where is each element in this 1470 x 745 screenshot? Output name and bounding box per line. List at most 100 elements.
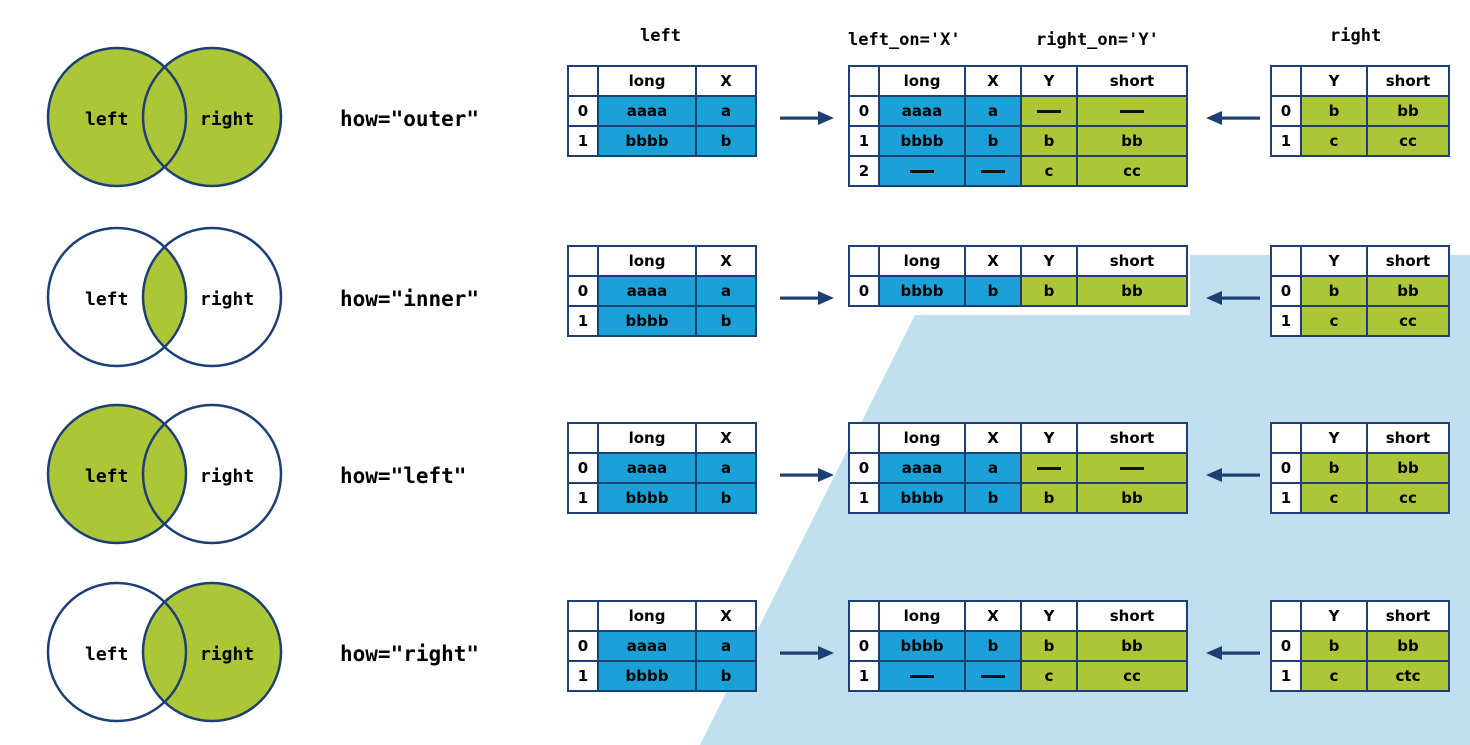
header-corner-cell xyxy=(1270,245,1302,277)
column-header-cell: long xyxy=(878,65,966,97)
data-cell: cc xyxy=(1366,125,1450,157)
column-header-cell: Y xyxy=(1020,422,1078,454)
column-header-cell: Y xyxy=(1300,65,1368,97)
data-cell: c xyxy=(1300,305,1368,337)
row-index-cell: 0 xyxy=(1270,95,1302,127)
arrow-left-icon xyxy=(1206,646,1260,660)
row-index-cell: 1 xyxy=(1270,660,1302,692)
data-cell: b xyxy=(964,125,1022,157)
data-cell: cc xyxy=(1366,305,1450,337)
venn-right-label: right xyxy=(200,644,254,665)
row-index-cell: 2 xyxy=(848,155,880,187)
header-corner-cell xyxy=(848,65,880,97)
data-cell: a xyxy=(695,275,757,307)
data-cell: b xyxy=(1300,452,1368,484)
column-header-cell: Y xyxy=(1020,65,1078,97)
column-header-cell: long xyxy=(597,600,697,632)
data-cell: aaaa xyxy=(597,452,697,484)
missing-value-dash xyxy=(910,170,934,173)
column-header-cell: Y xyxy=(1300,245,1368,277)
column-header-cell: X xyxy=(964,245,1022,277)
column-header-cell: short xyxy=(1076,65,1188,97)
missing-value-dash xyxy=(910,675,934,678)
row-index-cell: 0 xyxy=(848,275,880,307)
arrow-right-icon xyxy=(780,291,834,305)
column-header-cell: long xyxy=(597,245,697,277)
data-cell: a xyxy=(695,630,757,662)
data-cell xyxy=(1076,95,1188,127)
venn-diagram-right: left right xyxy=(46,581,283,723)
data-cell: b xyxy=(695,305,757,337)
column-header-cell: long xyxy=(878,422,966,454)
data-cell: aaaa xyxy=(597,95,697,127)
how-label: how="inner" xyxy=(340,287,480,311)
venn-left-label: left xyxy=(85,289,128,310)
data-cell: b xyxy=(1020,630,1078,662)
header-corner-cell xyxy=(1270,65,1302,97)
missing-value-dash xyxy=(1120,467,1144,470)
data-cell: b xyxy=(1300,630,1368,662)
data-cell: cc xyxy=(1366,482,1450,514)
data-cell: b xyxy=(1020,125,1078,157)
arrow-left-icon xyxy=(1206,111,1260,125)
data-cell: cc xyxy=(1076,155,1188,187)
right-set-circle xyxy=(141,581,283,723)
row-index-cell: 1 xyxy=(1270,482,1302,514)
column-header-cell: long xyxy=(878,600,966,632)
data-cell: cc xyxy=(1076,660,1188,692)
column-header-cell: long xyxy=(878,245,966,277)
row-index-cell: 1 xyxy=(848,660,880,692)
data-cell: a xyxy=(695,95,757,127)
header-corner-cell xyxy=(848,245,880,277)
row-index-cell: 0 xyxy=(567,452,599,484)
column-header-cell: short xyxy=(1366,422,1450,454)
column-header-cell: X xyxy=(695,422,757,454)
data-cell: bbbb xyxy=(878,275,966,307)
row-index-cell: 1 xyxy=(567,482,599,514)
column-header-cell: Y xyxy=(1300,600,1368,632)
data-cell: bb xyxy=(1076,275,1188,307)
data-cell: b xyxy=(1020,482,1078,514)
venn-left-label: left xyxy=(85,466,128,487)
row-index-cell: 1 xyxy=(567,125,599,157)
missing-value-dash xyxy=(981,170,1005,173)
right-set-circle xyxy=(141,46,283,188)
data-cell xyxy=(878,155,966,187)
column-header-cell: Y xyxy=(1300,422,1368,454)
data-cell: ctc xyxy=(1366,660,1450,692)
data-cell: bb xyxy=(1366,630,1450,662)
venn-left-label: left xyxy=(85,644,128,665)
data-cell: bbbb xyxy=(597,660,697,692)
data-cell: bbbb xyxy=(597,125,697,157)
data-cell: c xyxy=(1300,125,1368,157)
column-header-cell: short xyxy=(1366,600,1450,632)
row-index-cell: 0 xyxy=(567,275,599,307)
data-cell: bb xyxy=(1076,125,1188,157)
right-set-circle xyxy=(141,226,283,368)
right-set-circle xyxy=(141,403,283,545)
data-cell: b xyxy=(964,275,1022,307)
data-cell: aaaa xyxy=(597,630,697,662)
data-cell: bb xyxy=(1076,630,1188,662)
